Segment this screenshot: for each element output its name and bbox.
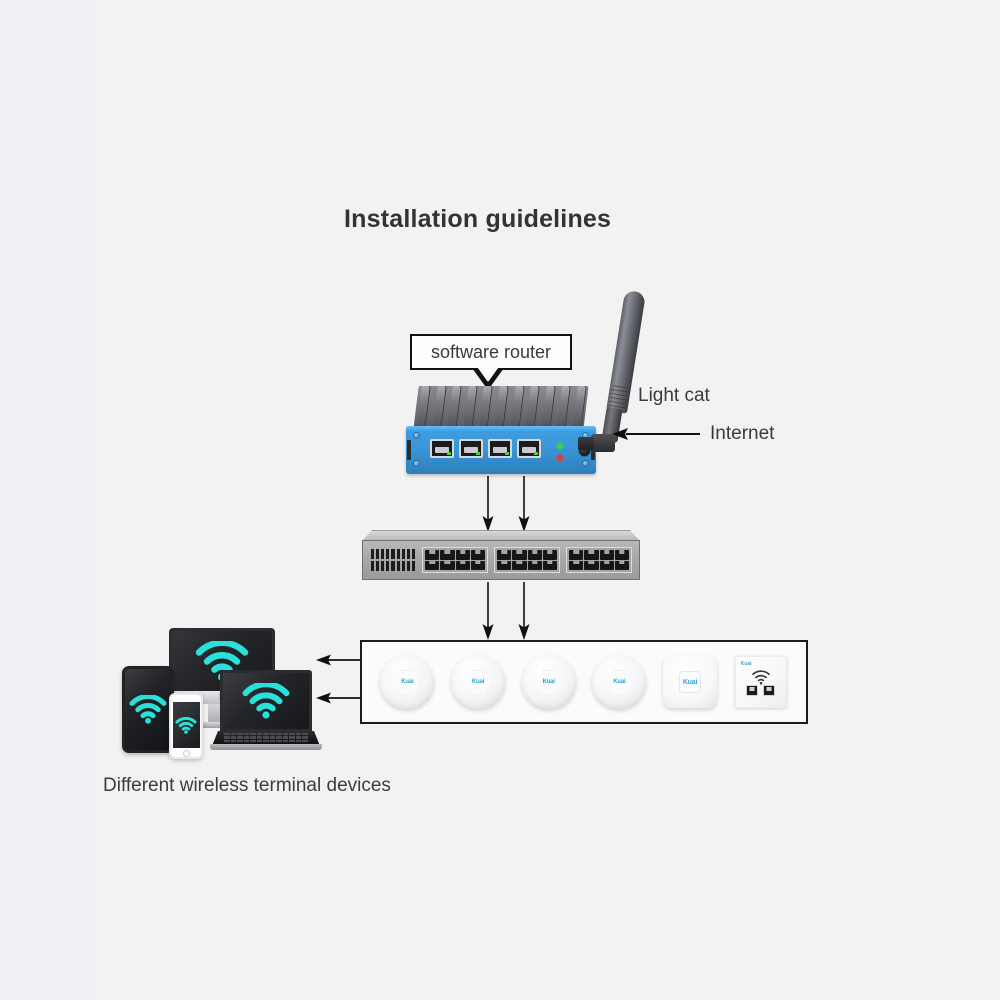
switch-port-group — [566, 547, 632, 573]
antenna-hinge — [591, 434, 615, 452]
wifi-icon — [242, 683, 290, 719]
hexagon-logo-icon: Kuai — [535, 670, 562, 694]
ap-logo-text: Kuai — [401, 679, 414, 685]
ceiling-ap-round: Kuai — [521, 655, 576, 709]
ceiling-ap-square: Kuai — [663, 656, 718, 708]
router-screw-icon — [413, 460, 420, 467]
switch-port-group — [422, 547, 488, 573]
router-screw-icon — [582, 460, 589, 467]
hexagon-logo-icon: Kuai — [606, 670, 633, 694]
callout-label: software router — [430, 341, 552, 362]
router-front-panel — [406, 426, 596, 474]
laptop-shadow — [210, 744, 322, 750]
ap-slot: Kuai — [725, 656, 796, 708]
devices-caption: Different wireless terminal devices — [103, 775, 391, 796]
tablet-device — [122, 666, 174, 753]
internet-label: Internet — [710, 423, 775, 444]
arrow-router-to-switch-icon — [482, 476, 494, 532]
arrow-switch-to-ap-icon — [518, 582, 530, 640]
hexagon-logo-icon: Kuai — [394, 670, 421, 694]
wifi-icon — [736, 670, 786, 685]
smartphone-device — [169, 693, 203, 759]
ap-slot: Kuai — [513, 655, 584, 709]
ap-square-badge-icon: Kuai — [680, 672, 701, 692]
wifi-icon — [129, 695, 167, 724]
ap-logo-text: Kuai — [740, 661, 752, 667]
arrow-switch-to-ap-icon — [482, 582, 494, 640]
switch-vent-grille — [370, 548, 416, 572]
router-side-slot — [407, 440, 411, 460]
ap-slot: Kuai — [372, 655, 443, 709]
ap-logo-text: Kuai — [471, 679, 485, 685]
rj45-port-icon — [459, 439, 483, 458]
status-led-red-icon — [557, 455, 563, 461]
page-title: Installation guidelines — [344, 205, 612, 233]
ap-slot: Kuai — [655, 656, 726, 708]
rj45-port-icon — [763, 685, 776, 696]
switch-top-surface — [362, 530, 640, 541]
rj45-port-icon — [430, 439, 454, 458]
arrow-router-to-switch-icon — [518, 476, 530, 532]
ethernet-switch — [362, 530, 640, 580]
internet-inbound-arrow-icon — [612, 428, 700, 440]
in-wall-ap: Kuai — [734, 656, 787, 708]
access-point-panel: Kuai Kuai Kuai Kuai — [360, 640, 808, 724]
ceiling-ap-round: Kuai — [592, 655, 647, 709]
software-router-device — [406, 386, 596, 478]
antenna-base-connector — [578, 437, 594, 450]
ap-slot: Kuai — [584, 655, 655, 709]
left-background-band — [0, 0, 98, 1000]
laptop-device — [210, 670, 322, 760]
rj45-port-icon — [488, 439, 512, 458]
router-heatsink-fins — [413, 386, 588, 430]
router-screw-icon — [413, 432, 420, 439]
phone-home-button-icon — [182, 750, 190, 757]
phone-screen — [172, 702, 200, 748]
router-ethernet-ports — [430, 439, 541, 458]
antenna-rings — [608, 384, 629, 410]
rj45-port-icon — [517, 439, 541, 458]
status-led-green-icon — [557, 443, 563, 449]
ap-logo-text: Kuai — [542, 679, 555, 685]
switch-port-group — [494, 547, 560, 573]
wifi-icon — [175, 716, 197, 734]
arrow-ap-to-devices-icon — [316, 654, 364, 666]
ceiling-ap-round: Kuai — [451, 655, 505, 709]
ceiling-ap-round: Kuai — [380, 655, 435, 709]
ap-logo-text: Kuai — [613, 679, 626, 685]
wireless-terminal-devices:  — [112, 620, 332, 760]
ap-slot: Kuai — [443, 655, 514, 709]
laptop-keyboard — [224, 733, 308, 742]
rj45-port-icon — [746, 685, 759, 696]
arrow-ap-to-devices-icon — [316, 692, 364, 704]
switch-front-panel — [362, 540, 640, 580]
ap-logo-text: Kuai — [682, 678, 698, 686]
light-cat-label: Light cat — [638, 385, 710, 406]
in-wall-ap-jacks — [736, 685, 786, 696]
external-antenna — [578, 289, 652, 470]
hexagon-logo-icon: Kuai — [465, 670, 491, 694]
laptop-screen — [220, 670, 312, 732]
